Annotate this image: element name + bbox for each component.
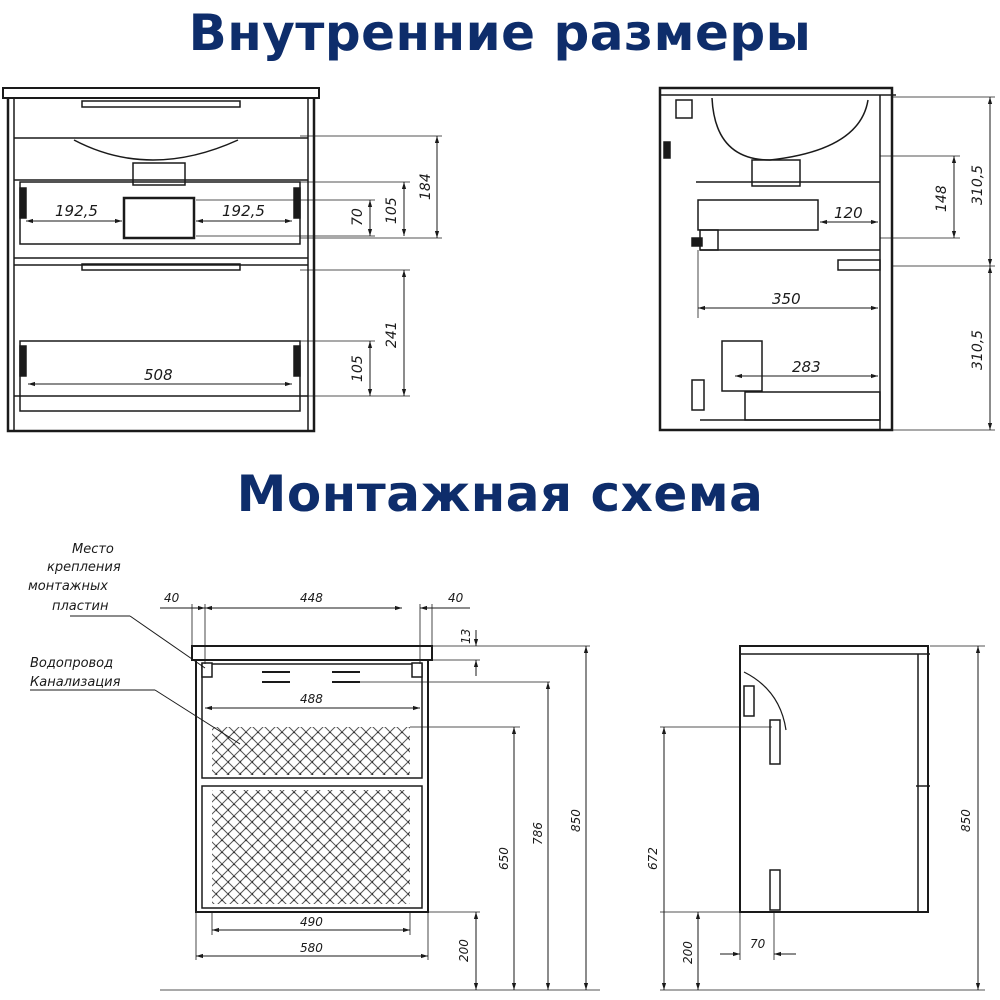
dim-448: 448 [300,591,323,605]
dim-13: 13 [459,629,473,644]
dim-672: 672 [646,847,660,870]
dim-850-front: 850 [569,809,583,832]
dim-241: 241 [384,321,400,348]
dim-310-bottom: 310,5 [970,330,986,370]
dim-200-front: 200 [457,939,471,962]
note-plates-line2: крепления [47,560,121,575]
title-mounting-scheme: Монтажная схема [236,465,764,523]
dim-105-top: 105 [384,197,400,224]
dim-184: 184 [418,173,434,200]
dim-40-right: 40 [448,591,464,605]
dim-786: 786 [531,822,545,845]
mounting-front-view [30,604,600,991]
dim-650: 650 [497,847,511,870]
dim-310-top: 310,5 [970,165,986,205]
note-plates-line1: Место [72,542,114,557]
dim-105-bottom: 105 [350,355,366,382]
dim-508: 508 [144,366,173,384]
dim-70-side: 70 [750,937,766,951]
dim-148: 148 [934,185,950,212]
note-plates-line3: монтажных [28,579,108,594]
dim-120: 120 [834,204,863,222]
note-pipes-line2: Канализация [30,675,121,690]
dim-70: 70 [350,208,366,226]
note-plates-line4: пластин [52,599,109,614]
mounting-side-view [660,645,985,991]
dim-192-left: 192,5 [55,202,98,220]
dim-350: 350 [772,290,801,308]
dim-580: 580 [300,941,323,955]
dim-200-side: 200 [681,941,695,964]
dim-283: 283 [792,358,821,376]
dim-40-left: 40 [164,591,180,605]
dim-192-right: 192,5 [222,202,265,220]
dim-490: 490 [300,915,323,929]
dim-488: 488 [300,692,323,706]
dim-850-side: 850 [959,809,973,832]
side-internal-view [658,86,995,432]
note-pipes-line1: Водопровод [30,656,113,671]
title-internal-dimensions: Внутренние размеры [188,4,812,62]
front-internal-view [2,87,442,433]
